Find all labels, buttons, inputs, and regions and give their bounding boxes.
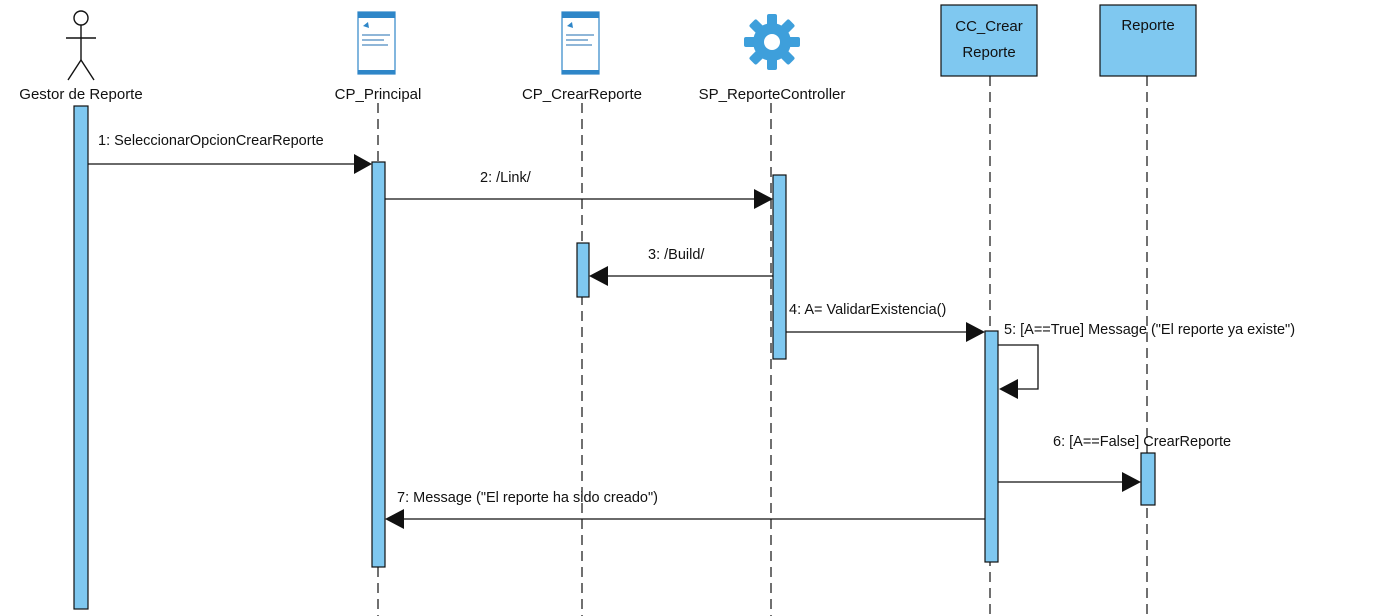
activation-gestor [73, 105, 89, 610]
web-page-icon [561, 11, 600, 75]
activation-cc-crear-reporte [984, 330, 999, 563]
message-5-line [998, 344, 1039, 390]
arrowhead-7 [385, 509, 404, 529]
actor-head [73, 10, 89, 26]
message-6-label: 6: [A==False] CrearReporte [1053, 434, 1231, 450]
lifeline-label-sp-reporte-controller: SP_ReporteController [699, 86, 846, 103]
lifeline-label-cp-crear-reporte: CP_CrearReporte [522, 86, 642, 103]
activation-cp-principal [371, 161, 386, 568]
lifeline-label-cp-principal: CP_Principal [335, 86, 422, 103]
object-box-reporte [1099, 4, 1197, 77]
object-label-cc-crear: CC_Crear [955, 18, 1023, 35]
arrowhead-2 [754, 189, 773, 209]
message-5-label: 5: [A==True] Message ("El reporte ya exi… [1004, 322, 1295, 338]
gear-icon [744, 14, 800, 70]
arrowheads [354, 154, 1141, 529]
message-4-label: 4: A= ValidarExistencia() [789, 302, 946, 318]
activation-sp-reporte-controller [772, 174, 787, 360]
message-arrows [88, 163, 1123, 520]
arrowhead-5 [999, 379, 1018, 399]
arrowhead-3 [589, 266, 608, 286]
arrowhead-6 [1122, 472, 1141, 492]
lifelines [377, 76, 1148, 616]
arrowhead-4 [966, 322, 985, 342]
object-box-cc-crear-reporte [940, 4, 1038, 77]
object-label-reporte-line2: Reporte [962, 44, 1015, 61]
activation-reporte [1140, 452, 1156, 506]
actor-gestor-de-reporte [66, 10, 96, 81]
activation-cp-crear-reporte [576, 242, 590, 298]
message-7-label: 7: Message ("El reporte ha sido creado") [397, 490, 658, 506]
message-2-label: 2: /Link/ [480, 170, 532, 186]
web-page-icon [357, 11, 396, 75]
lifeline-label-gestor: Gestor de Reporte [19, 86, 142, 103]
message-1-label: 1: SeleccionarOpcionCrearReporte [98, 133, 324, 149]
message-3-label: 3: /Build/ [648, 247, 705, 263]
arrowhead-1 [354, 154, 372, 174]
activation-bars [73, 105, 1156, 610]
object-label-reporte: Reporte [1121, 17, 1174, 34]
